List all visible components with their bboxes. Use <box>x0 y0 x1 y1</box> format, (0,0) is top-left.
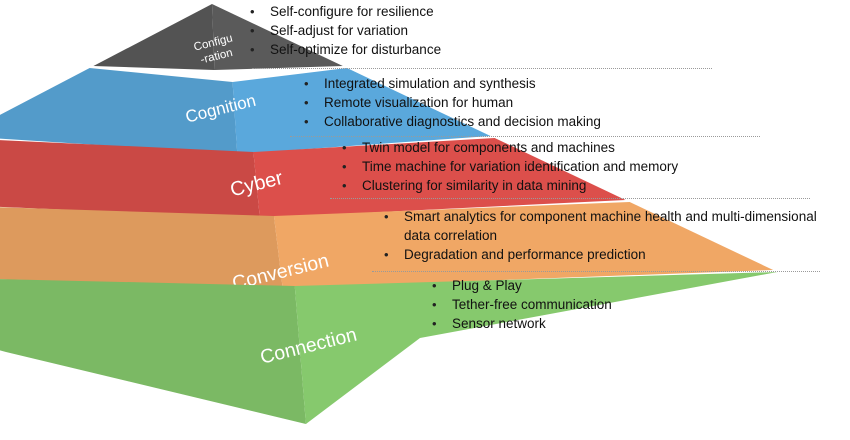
bullet-item: Remote visualization for human <box>302 93 601 112</box>
cyber-bullet-list: Twin model for components and machines T… <box>340 138 678 195</box>
bullet-item: Self-configure for resilience <box>248 2 441 21</box>
pyramid-face-left <box>0 68 238 154</box>
bullet-item: Twin model for components and machines <box>340 138 678 157</box>
divider-line <box>330 198 810 199</box>
divider-line <box>372 271 820 272</box>
pyramid-face-left <box>0 140 260 218</box>
bullet-item: Degradation and performance prediction <box>382 245 827 264</box>
bullet-item: Plug & Play <box>430 276 612 295</box>
pyramid-face-left <box>0 207 283 288</box>
pyramid-face-left <box>0 279 306 424</box>
conversion-bullet-list: Smart analytics for component machine he… <box>382 207 827 264</box>
cognition-bullet-list: Integrated simulation and synthesis Remo… <box>302 74 601 131</box>
pyramid-layer-connection: Connection <box>0 272 778 424</box>
configuration-bullet-list: Self-configure for resilience Self-adjus… <box>248 2 441 59</box>
connection-bullet-list: Plug & Play Tether-free communication Se… <box>430 276 612 333</box>
divider-line <box>290 136 760 137</box>
pyramid-face-left <box>93 4 215 70</box>
pyramid-face-right <box>294 272 778 424</box>
bullet-item: Self-adjust for variation <box>248 21 441 40</box>
bullet-item: Time machine for variation identificatio… <box>340 157 678 176</box>
divider-line <box>252 68 712 69</box>
bullet-item: Sensor network <box>430 314 612 333</box>
bullet-item: Clustering for similarity in data mining <box>340 176 678 195</box>
bullet-item: Self-optimize for disturbance <box>248 40 441 59</box>
bullet-item: Smart analytics for component machine he… <box>382 207 827 245</box>
bullet-item: Integrated simulation and synthesis <box>302 74 601 93</box>
bullet-item: Tether-free communication <box>430 295 612 314</box>
bullet-item: Collaborative diagnostics and decision m… <box>302 112 601 131</box>
